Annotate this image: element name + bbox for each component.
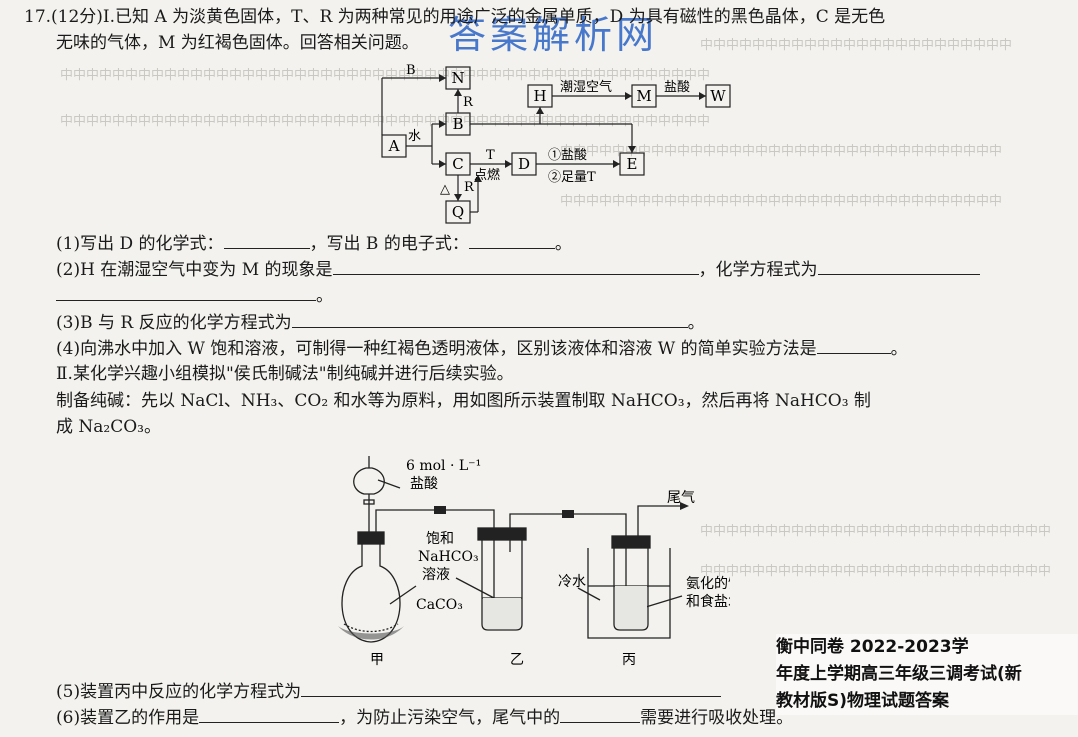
- sub-question-2: (2)H 在潮湿空气中变为 M 的现象是，化学方程式为: [56, 258, 980, 281]
- node-E: E: [627, 155, 638, 173]
- watermark: 答案解析网: [448, 13, 659, 57]
- sub-question-3: (3)B 与 R 反应的化学方程式为。: [56, 311, 705, 333]
- node-N: N: [451, 69, 464, 87]
- label-step1: ①盐酸: [548, 148, 587, 163]
- answer-blank[interactable]: [817, 258, 980, 275]
- node-A: A: [388, 137, 400, 155]
- label-yi: 乙: [510, 652, 524, 668]
- bleed-text: 中中中中中中中中中中中中中中中中中中中中中中中中中中中中中中中中中中: [560, 144, 1003, 159]
- answer-blank[interactable]: [560, 706, 641, 723]
- bleed-text: 中中中中中中中中中中中中中中中中中中中中中中中中: [700, 38, 1013, 53]
- bleed-text: 中中中中中中中中中中中中中中中中中中中中中中中中中中中中中中中中中中: [560, 194, 1003, 209]
- node-D: D: [518, 155, 530, 173]
- label-water: 水: [408, 129, 421, 144]
- prep-text-1: 制备纯碱：先以 NaCl、NH₃、CO₂ 和水等为原料，用如图所示装置制取 Na…: [56, 391, 871, 411]
- part-II-intro: Ⅱ.某化学兴趣小组模拟"侯氏制碱法"制纯碱并进行后续实验。: [56, 364, 514, 384]
- answer-blank[interactable]: [301, 680, 722, 697]
- label-hcl: 盐酸: [664, 80, 690, 95]
- node-B: B: [452, 115, 463, 133]
- apparatus-diagram: 6 mol · L⁻¹ 盐酸 尾气 饱和 NaHCO₃ 溶液 CaCO₃ 冷水 …: [338, 456, 730, 668]
- brine-label-1: 氨化的饱: [686, 576, 730, 592]
- sub-question-6: (6)装置乙的作用是，为防止污染空气，尾气中的需要进行吸收处理。: [56, 706, 794, 728]
- label-T: T: [486, 148, 495, 163]
- sub-question-2-cont: 。: [56, 284, 333, 307]
- answer-blank[interactable]: [56, 284, 316, 301]
- label-ignite: 点燃: [474, 167, 500, 183]
- node-H: H: [533, 87, 546, 105]
- sat-nahco3-2: NaHCO₃: [418, 549, 479, 565]
- label-R2: R: [464, 180, 475, 195]
- answer-blank[interactable]: [816, 337, 891, 354]
- tail-gas-label: 尾气: [667, 490, 695, 506]
- answer-blank[interactable]: [468, 232, 555, 249]
- question-header-2: 无味的气体，M 为红褐色固体。回答相关问题。: [56, 33, 419, 53]
- source-caption: 衡中同卷 2022-2023学 年度上学期高三年级三调考试(新 教材版S)物理试…: [776, 634, 1078, 715]
- sub-question-5: (5)装置丙中反应的化学方程式为: [56, 680, 722, 703]
- bleed-text: 中中中中中中中中中中中中中中中中中中中中中中中中中中中: [700, 524, 1052, 539]
- node-W: W: [710, 87, 726, 105]
- answer-blank[interactable]: [223, 232, 310, 249]
- node-M: M: [636, 87, 651, 105]
- bleed-text: 中中中中中中中中中中中中中中中中中中中中中中中中中中中: [700, 564, 1052, 579]
- label-jia: 甲: [370, 652, 384, 668]
- caco3-label: CaCO₃: [416, 597, 463, 613]
- label-bing: 丙: [622, 652, 636, 668]
- label-step2: ②足量T: [548, 170, 596, 185]
- bleed-text: 中中中中中中中中中中中中中中中中中中中中中中中中中中中中中中中中中中中中中中中中…: [60, 114, 711, 129]
- acid-concentration: 6 mol · L⁻¹: [406, 458, 481, 474]
- label-R: R: [463, 95, 474, 110]
- bleed-text: 中中中中中中中中中中中中中中中中中中中中中中中中中中中中中中中中中中中中中中中中…: [60, 68, 711, 83]
- cold-water-label: 冷水: [558, 574, 586, 590]
- answer-blank[interactable]: [291, 311, 688, 328]
- prep-text-2: 成 Na₂CO₃。: [56, 417, 161, 437]
- node-Q: Q: [452, 203, 464, 221]
- label-humid-air: 潮湿空气: [560, 79, 612, 95]
- brine-label-2: 和食盐水: [686, 593, 730, 610]
- sat-nahco3-1: 饱和: [426, 531, 454, 547]
- acid-label: 盐酸: [410, 476, 438, 492]
- answer-blank[interactable]: [332, 258, 699, 275]
- node-C: C: [452, 155, 463, 173]
- reaction-flow-diagram: N B A C D E Q H M W B R 水 T 点燃 △ R 潮湿空气 …: [381, 63, 731, 224]
- sub-question-1: (1)写出 D 的化学式：，写出 B 的电子式：。: [56, 232, 572, 254]
- sat-nahco3-3: 溶液: [422, 567, 450, 583]
- answer-blank[interactable]: [199, 706, 340, 723]
- label-heat: △: [440, 182, 450, 197]
- label-B: B: [406, 63, 416, 78]
- question-header: 17.(12分)Ⅰ.已知 A 为淡黄色固体，T、R 为两种常见的用途广泛的金属单…: [24, 7, 886, 27]
- sub-question-4: (4)向沸水中加入 W 饱和溶液，可制得一种红褐色透明液体，区别该液体和溶液 W…: [56, 337, 908, 359]
